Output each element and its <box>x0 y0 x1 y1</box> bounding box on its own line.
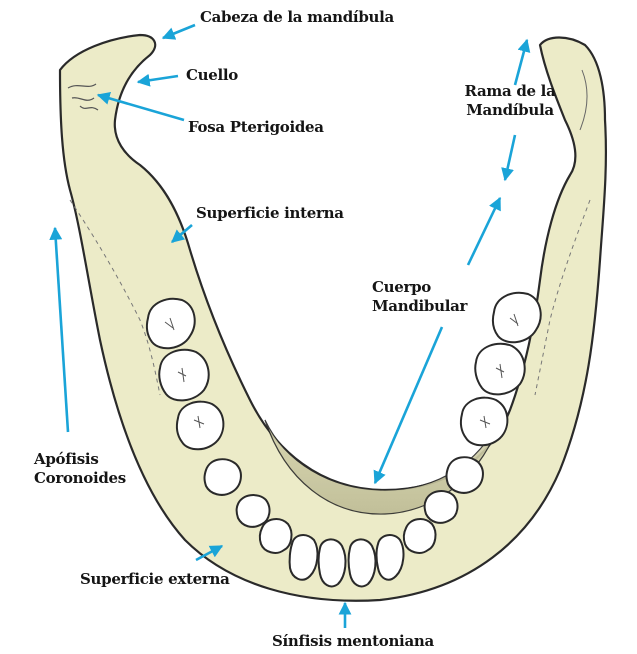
tooth-right-canine <box>404 519 436 553</box>
label-apofisis-line1: Apófisis <box>34 450 126 469</box>
tooth-left-canine <box>260 519 292 553</box>
label-rama-line1: Rama de la <box>455 82 565 101</box>
tooth-right-incisor-central <box>349 539 376 586</box>
tooth-left-incisor-lateral <box>290 535 318 580</box>
tooth-right-incisor-lateral <box>377 535 404 580</box>
arrow-rama-down <box>505 135 515 180</box>
tooth-left-incisor-central <box>319 539 346 586</box>
label-sinfisis-mentoniana: Sínfisis mentoniana <box>272 632 434 651</box>
arrow-cuerpo-up <box>468 198 500 265</box>
arrow-cuello <box>138 76 178 82</box>
arrow-apofisis <box>55 228 68 432</box>
arrow-cabeza <box>163 25 195 38</box>
arrow-rama-up <box>515 40 527 85</box>
label-cuerpo-line1: Cuerpo <box>372 278 467 297</box>
label-superficie-interna: Superficie interna <box>196 204 344 223</box>
label-cuerpo-line2: Mandibular <box>372 297 467 316</box>
tooth-left-premolar-1 <box>237 495 270 527</box>
tooth-right-premolar-2 <box>447 457 483 493</box>
tooth-left-premolar-2 <box>205 459 241 495</box>
label-cuerpo-mandibular: Cuerpo Mandibular <box>372 278 467 316</box>
tooth-right-molar-3 <box>493 293 541 342</box>
label-rama-line2: Mandíbula <box>455 101 565 120</box>
tooth-left-molar-3 <box>147 299 195 348</box>
label-cuello: Cuello <box>186 66 238 85</box>
tooth-right-molar-2 <box>475 344 524 395</box>
label-rama-mandibula: Rama de la Mandíbula <box>455 82 565 120</box>
label-apofisis-line2: Coronoides <box>34 469 126 488</box>
tooth-right-premolar-1 <box>425 491 458 523</box>
tooth-left-molar-1 <box>177 402 224 450</box>
label-fosa-pterigoidea: Fosa Pterigoidea <box>188 118 324 137</box>
label-apofisis-coronoides: Apófisis Coronoides <box>34 450 126 488</box>
label-superficie-externa: Superficie externa <box>80 570 230 589</box>
label-cabeza-mandibula: Cabeza de la mandíbula <box>200 8 394 27</box>
arrow-cuerpo-down <box>375 327 442 483</box>
